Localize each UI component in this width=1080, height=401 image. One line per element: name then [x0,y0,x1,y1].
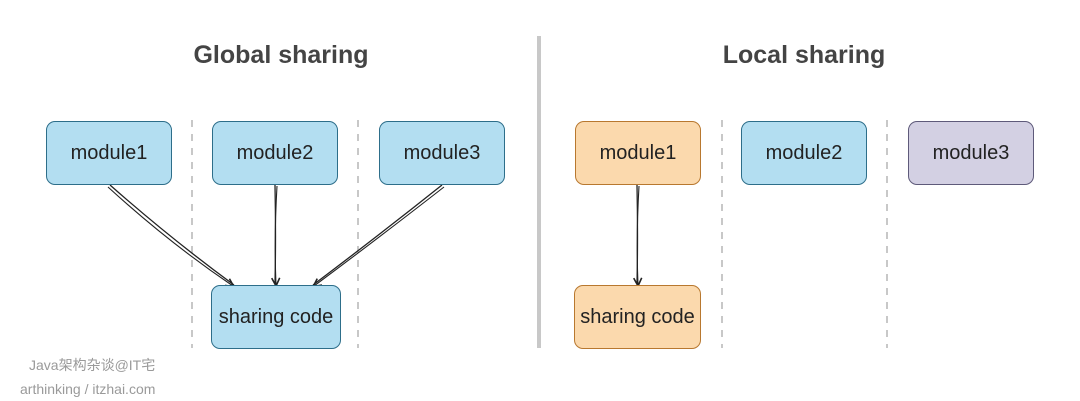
local-module2-node: module2 [741,121,867,185]
global-module1-node: module1 [46,121,172,185]
arrow-module2-to-sharing-code [275,184,277,285]
arrow-module1-to-sharing-code [107,184,234,286]
global-module2-node: module2 [212,121,338,185]
watermark-line-2: arthinking / itzhai.com [20,381,156,397]
local-sharing-code-node: sharing code [574,285,701,349]
local-module1-node: module1 [575,121,701,185]
global-sharing-code-node: sharing code [211,285,341,349]
local-module3-node: module3 [908,121,1034,185]
global-module3-node: module3 [379,121,505,185]
arrow-module3-to-sharing-code [313,184,445,286]
watermark-line-1: Java架构杂谈@IT宅 [29,357,156,373]
local-sharing-title: Local sharing [722,41,886,69]
arrow-local-module1-to-sharing-code [637,184,639,285]
global-sharing-title: Global sharing [193,41,369,69]
